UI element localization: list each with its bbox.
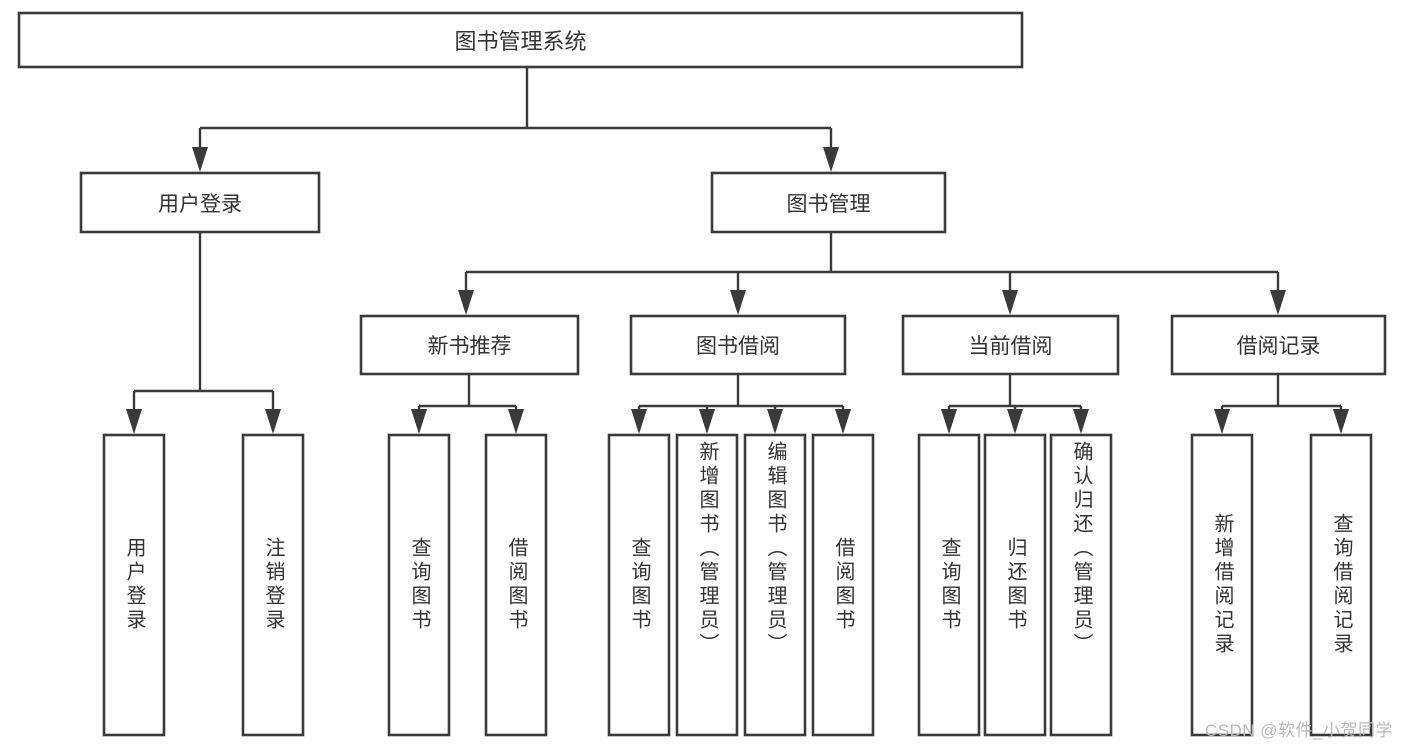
node-user-login-box[interactable]: [79, 171, 321, 234]
node-current-borrow-box[interactable]: [901, 314, 1120, 376]
leaf-add-borrow-record-box[interactable]: [1190, 433, 1254, 737]
leaf-query-borrow-record-box[interactable]: [1309, 433, 1373, 737]
leaf-return-book-box[interactable]: [983, 433, 1047, 737]
leaf-user-login-box[interactable]: [102, 433, 166, 737]
node-book-borrow-box[interactable]: [629, 314, 847, 376]
node-new-book-recommend-box[interactable]: [359, 314, 580, 376]
connector-current-borrow-to-leaves: [941, 374, 1089, 434]
connector-root-to-level2: [192, 67, 839, 172]
node-borrow-record-box[interactable]: [1170, 314, 1387, 376]
leaf-query-book-2-box[interactable]: [607, 433, 671, 737]
connector-user-login-to-leaves: [126, 232, 281, 434]
leaf-edit-book-admin-box[interactable]: [743, 433, 807, 737]
connector-book-borrow-to-leaves: [631, 374, 851, 434]
leaf-confirm-return-admin-box[interactable]: [1049, 433, 1113, 737]
leaf-query-book-3-box[interactable]: [917, 433, 981, 737]
leaf-borrow-book-1-box[interactable]: [484, 433, 548, 737]
leaf-borrow-book-2-box[interactable]: [811, 433, 875, 737]
connector-borrow-record-to-leaves: [1214, 374, 1349, 434]
leaf-logout-login-box[interactable]: [241, 433, 305, 737]
node-root-box[interactable]: [17, 11, 1024, 69]
leaf-add-book-admin-box[interactable]: [675, 433, 739, 737]
connector-book-manage-to-level3: [458, 232, 1286, 315]
connector-new-book-recommend-to-leaves: [411, 374, 524, 434]
leaf-query-book-1-box[interactable]: [387, 433, 451, 737]
node-book-manage-box[interactable]: [710, 171, 947, 234]
